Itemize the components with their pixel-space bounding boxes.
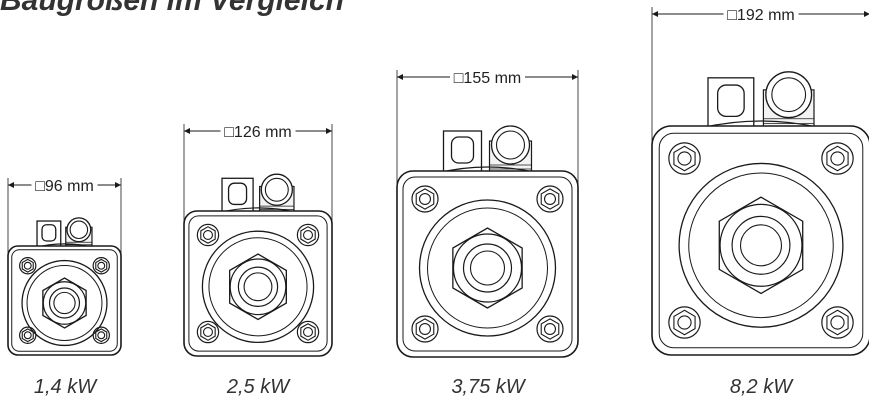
motor-group: □96 mm □126 mm □155 mm □192 mm (7, 7, 869, 358)
motor-4: □192 mm (651, 7, 869, 356)
motor-housing (651, 125, 869, 356)
bolt-icon (821, 142, 854, 175)
bolt-icon (92, 326, 110, 344)
motor-housing (396, 170, 579, 358)
motor-flange (201, 230, 315, 344)
bolt-icon (196, 320, 220, 344)
motor-flange (678, 162, 844, 328)
motor-2: □126 mm (183, 124, 333, 357)
motor-power-label-1: 1,4 kW (34, 376, 98, 398)
bolt-icon (536, 315, 564, 343)
bolt-icon (92, 257, 110, 275)
dimension-label-4: □192 mm (727, 7, 794, 24)
motor-power-label-4: 8,2 kW (730, 376, 794, 398)
bolt-icon (19, 257, 37, 275)
motor-flange (418, 199, 557, 337)
motor-flange (21, 259, 108, 347)
bolt-icon (536, 185, 564, 213)
motor-1: □96 mm (7, 178, 122, 356)
bolt-icon (668, 306, 701, 339)
motor-power-label-3: 3,75 kW (451, 376, 526, 398)
bolt-icon (296, 223, 320, 247)
bolt-icon (196, 223, 220, 247)
motor-housing (183, 210, 333, 357)
dimension-line: □155 mm (396, 70, 579, 201)
motor-power-label-2: 2,5 kW (226, 376, 291, 398)
motor-housing (7, 245, 122, 356)
bolt-icon (296, 320, 320, 344)
dimension-label-2: □126 mm (224, 124, 291, 141)
motor-shaft (718, 196, 804, 295)
motor-shaft (452, 227, 523, 309)
bolt-icon (668, 142, 701, 175)
bolt-icon (411, 185, 439, 213)
dimension-line: □126 mm (183, 124, 333, 236)
dimension-label-1: □96 mm (35, 178, 94, 195)
motor-shaft (229, 253, 287, 321)
dimension-label-3: □155 mm (454, 70, 521, 87)
dimension-line: □192 mm (651, 7, 869, 163)
bolt-icon (19, 326, 37, 344)
bolt-icon (411, 315, 439, 343)
dimension-line: □96 mm (7, 178, 122, 265)
motor-shaft (42, 277, 87, 329)
page-title: Baugrößen im Vergleich (0, 0, 344, 17)
bolt-icon (821, 306, 854, 339)
motor-3: □155 mm (396, 70, 579, 358)
